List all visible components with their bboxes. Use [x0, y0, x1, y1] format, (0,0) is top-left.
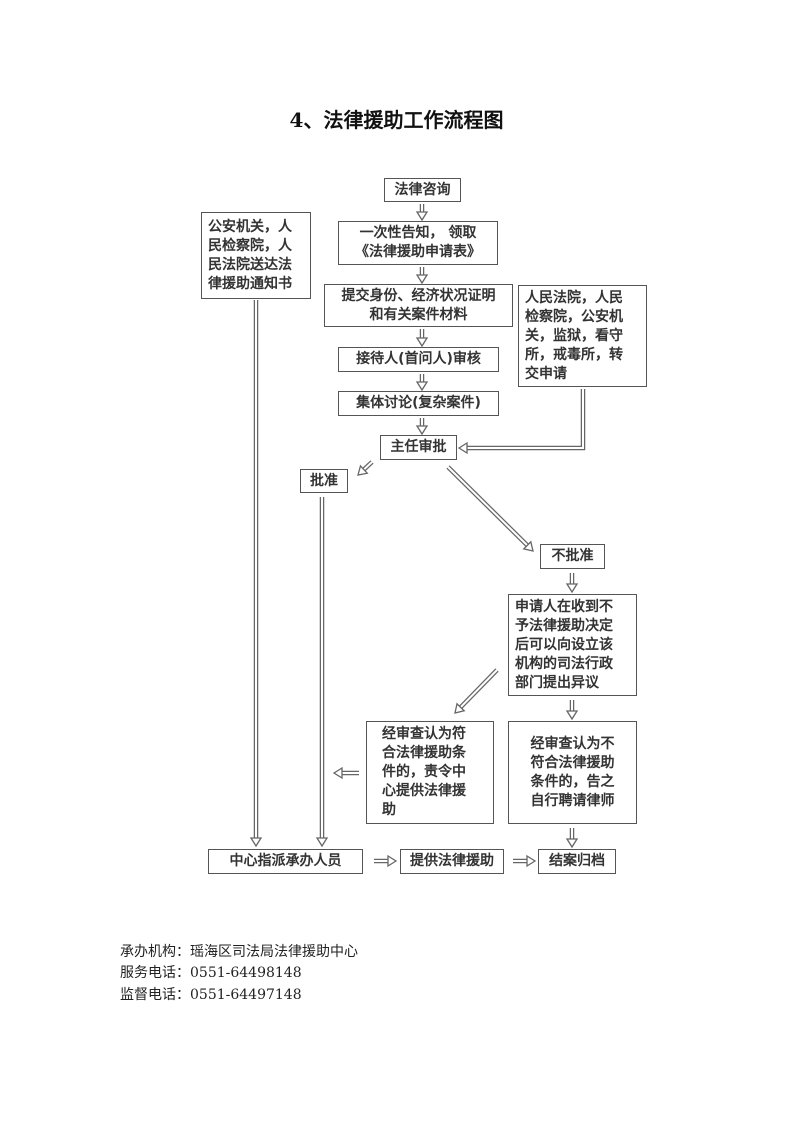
- footer-service-phone: 服务电话：0551-64498148: [120, 965, 302, 981]
- node-eligible: 经审查认为符 合法律援助条 件的，责令中 心提供法律援 助: [366, 721, 494, 824]
- node-objection: 申请人在收到不 予法律援助决定 后可以向设立该 机构的司法行政 部门提出异议: [508, 594, 637, 696]
- node-assign: 中心指派承办人员: [208, 849, 363, 874]
- node-police-notice: 公安机关，人 民检察院，人 民法院送达法 律援助通知书: [201, 212, 311, 299]
- node-provide: 提供法律援助: [400, 849, 504, 874]
- arrow-icon: [565, 828, 579, 849]
- arrow-icon: [565, 700, 579, 721]
- arrow-icon: [249, 300, 263, 848]
- arrow-icon: [457, 389, 586, 455]
- arrow-icon: [446, 465, 534, 552]
- node-approve: 批准: [300, 469, 348, 493]
- node-transfer: 人民法院，人民 检察院，公安机 关，监狱，看守 所，戒毒所，转 交申请: [518, 285, 647, 387]
- arrow-icon: [454, 668, 499, 714]
- arrow-icon: [374, 854, 398, 868]
- footer-supervise-phone: 监督电话：0551-64497148: [120, 987, 302, 1003]
- arrow-icon: [415, 329, 429, 348]
- arrow-icon: [315, 497, 329, 848]
- node-review: 接待人(首问人)审核: [338, 347, 499, 372]
- node-director: 主任审批: [380, 435, 457, 460]
- node-reject: 不批准: [540, 544, 605, 569]
- footer-org: 承办机构：瑶海区司法局法律援助中心: [120, 944, 358, 960]
- arrow-icon: [357, 460, 374, 476]
- node-consult: 法律咨询: [384, 178, 461, 202]
- node-submit: 提交身份、经济状况证明 和有关案件材料: [324, 284, 513, 327]
- arrow-icon: [565, 573, 579, 594]
- page-title: 4、法律援助工作流程图: [289, 108, 504, 132]
- node-ineligible: 经审查认为不 符合法律援助 条件的，告之 自行聘请律师: [508, 721, 637, 824]
- arrow-icon: [415, 267, 429, 285]
- arrow-icon: [415, 418, 429, 436]
- arrow-icon: [415, 204, 429, 222]
- node-notify: 一次性告知， 领取 《法律援助申请表》: [338, 221, 498, 265]
- node-close: 结案归档: [538, 849, 616, 874]
- node-discuss: 集体讨论(复杂案件): [338, 391, 499, 416]
- arrow-icon: [332, 766, 359, 780]
- arrow-icon: [513, 854, 537, 868]
- arrow-icon: [415, 374, 429, 392]
